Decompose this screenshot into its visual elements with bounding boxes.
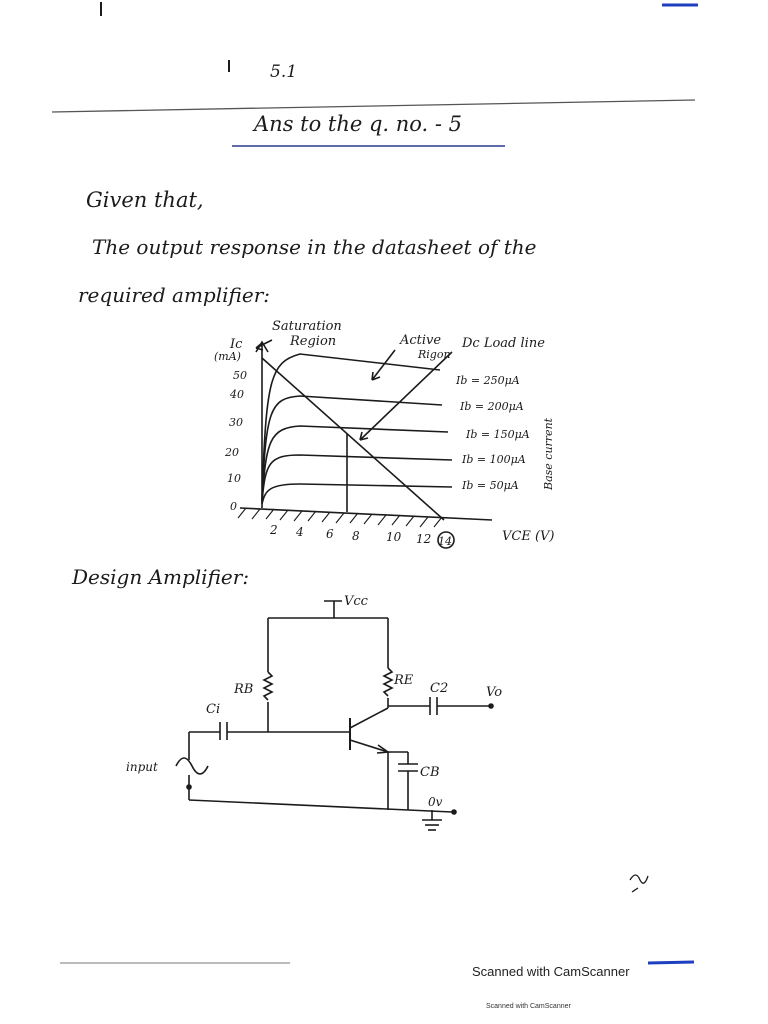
- y-axis-label-2: (mA): [214, 350, 241, 363]
- vcc-label: Vcc: [344, 594, 369, 609]
- x-tick-label: 2: [269, 523, 278, 537]
- ground-label: 0v: [428, 795, 443, 809]
- y-tick-label: 40: [229, 388, 244, 401]
- dc-load-line-label: Dc Load line: [461, 336, 545, 351]
- re-resistor: [382, 667, 394, 697]
- x-tick-label: 8: [352, 529, 360, 543]
- vo-label: Vo: [486, 685, 502, 700]
- load-line-arrow: [359, 351, 453, 441]
- curve-ib-200: [261, 395, 443, 501]
- scanner-watermark-small: Scanned with CamScanner: [486, 1003, 571, 1010]
- saturation-label-2: Region: [289, 334, 336, 349]
- x-tick-14-circle: [437, 531, 455, 549]
- y-tick-label: 20: [224, 446, 239, 459]
- intro-line-1: The output response in the datasheet of …: [92, 235, 537, 259]
- saturation-arrow: [255, 339, 273, 351]
- y-tick-label: 0: [230, 500, 237, 513]
- x-tick-label: 10: [386, 530, 402, 544]
- answer-title: Ans to the q. no. - 5: [254, 112, 463, 136]
- curve-label: Ib = 250μA: [455, 374, 520, 387]
- curve-ib-150: [261, 425, 449, 503]
- active-label-2: Rigon: [417, 348, 451, 361]
- y-tick-label: 30: [229, 416, 243, 429]
- y-axis-label-1: Ic: [229, 337, 243, 352]
- x-tick-labels: 2 4 6 8 10 12 14: [269, 523, 452, 548]
- curve-label: Ib = 200μA: [459, 400, 524, 413]
- curve-labels: Ib = 250μA Ib = 200μA Ib = 150μA Ib = 10…: [455, 374, 530, 492]
- active-arrow: [371, 349, 396, 381]
- x-tick-label: 6: [326, 527, 334, 541]
- curve-ib-100: [261, 454, 453, 504]
- y-tick-label: 50: [233, 369, 247, 382]
- curve-label: Ib = 150μA: [465, 428, 530, 441]
- x-tick-label: 4: [295, 525, 304, 539]
- x-axis: [239, 507, 493, 521]
- c2-label: C2: [430, 681, 448, 696]
- dc-load-line: [261, 357, 445, 521]
- re-label: RE: [393, 673, 414, 688]
- input-label: input: [126, 760, 158, 774]
- page-decorations: [51, 2, 698, 965]
- curve-label: Ib = 100μA: [461, 453, 526, 466]
- output-characteristics-graph: Ic (mA) Saturation Region Active Rigon D…: [214, 319, 555, 549]
- rb-resistor: [262, 671, 274, 701]
- saturation-label-1: Saturation: [272, 319, 342, 334]
- page-number: 5.1: [270, 62, 298, 82]
- transistor-emitter: [349, 739, 389, 753]
- intro-line-2: required amplifier:: [78, 283, 270, 307]
- x-tick-label: 14: [438, 535, 452, 548]
- amplifier-circuit: Vcc RB RE C2 Vo Ci input CB 0v: [126, 594, 502, 831]
- side-label: Base current: [542, 417, 555, 491]
- design-heading: Design Amplifier:: [72, 565, 250, 589]
- curve-ib-50: [261, 483, 453, 505]
- scanner-watermark: Scanned with CamScanner: [472, 964, 630, 979]
- ci-label: Ci: [206, 702, 220, 717]
- curve-label: Ib = 50μA: [461, 479, 519, 492]
- rb-label: RB: [233, 682, 253, 697]
- y-tick-label: 10: [227, 472, 241, 485]
- x-tick-label: 12: [416, 532, 431, 546]
- transistor-collector: [349, 707, 389, 729]
- y-tick-labels: 50 40 30 20 10 0: [224, 369, 247, 513]
- cb-label: CB: [420, 765, 440, 780]
- input-sine-icon: [175, 757, 209, 775]
- x-axis-label: VCE (V): [502, 529, 555, 544]
- given-heading: Given that,: [86, 188, 204, 212]
- active-label-1: Active: [399, 333, 441, 348]
